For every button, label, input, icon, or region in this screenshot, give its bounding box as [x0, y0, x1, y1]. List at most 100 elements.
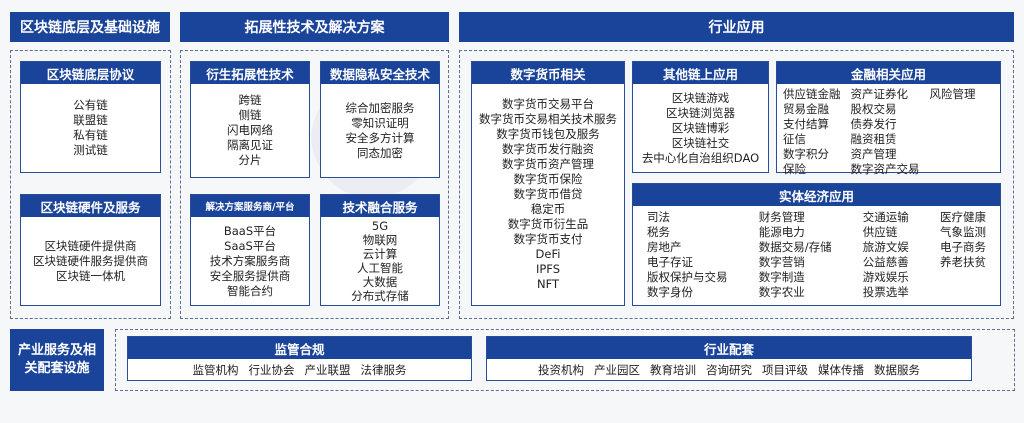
list-item: 养老扶贫	[939, 255, 986, 269]
box-title-label: 区块链底层协议	[46, 66, 135, 82]
box-title-label: 其他链上应用	[662, 66, 738, 82]
box-digital-currency: 数字货币相关 数字货币交易平台 数字货币交易相关技术服务 数字货币钱包及服务 数…	[471, 61, 625, 306]
list-item: 跨链	[238, 93, 262, 107]
list-item: 数字制造	[758, 270, 805, 284]
box-body: 监管机构 行业协会 产业联盟 法律服务	[128, 359, 471, 380]
list-item: 隔离见证	[227, 138, 273, 152]
list-item: 数字资产交易	[850, 162, 920, 176]
box-body: 综合加密服务 零知识证明 安全多方计算 同态加密	[321, 84, 439, 177]
list-item: 交通运输	[862, 210, 909, 224]
list-item: 区块链硬件提供商	[44, 238, 137, 253]
list-item: 数字货币资产管理	[502, 157, 594, 171]
box-title: 金融相关应用	[777, 62, 1000, 84]
infra-container	[10, 50, 171, 319]
real-economy-column: 财务管理 能源电力 数据交易/存储 数字营销 数字制造 数字农业	[759, 210, 832, 300]
box-body: 跨链 侧链 闪电网络 隔离见证 分片	[191, 84, 309, 177]
bottom-label-line: 产业服务及相	[17, 343, 96, 358]
list-item: 产业联盟	[304, 362, 351, 377]
list-item: NFT	[536, 277, 560, 291]
list-item: 数字货币借贷	[513, 187, 583, 201]
box-title: 区块链硬件及服务	[21, 195, 160, 217]
box-title: 行业配套	[487, 337, 971, 359]
list-item: 区块链硬件服务提供商	[33, 253, 148, 268]
list-item: 去中心化自治组织DAO	[641, 150, 760, 165]
list-item: 5G	[371, 219, 389, 233]
list-item: 闪电网络	[227, 123, 273, 137]
box-underlying-protocol: 区块链底层协议 公有链 联盟链 私有链 测试链	[20, 61, 161, 173]
box-body: 数字货币交易平台 数字货币交易相关技术服务 数字货币钱包及服务 数字货币发行融资…	[472, 84, 624, 305]
list-item: 数字农业	[758, 285, 805, 299]
box-tech-fusion: 技术融合服务 5G 物联网 云计算 人工智能 大数据 分布式存储	[320, 194, 440, 306]
list-item: BaaS平台	[223, 223, 277, 238]
list-item: 行业协会	[248, 362, 295, 377]
list-item: SaaS平台	[224, 238, 276, 253]
list-item: 保险	[783, 162, 806, 176]
box-title: 区块链底层协议	[21, 62, 160, 84]
list-item: 电子存证	[647, 255, 693, 269]
list-item: 数据服务	[874, 362, 920, 377]
list-item: 项目评级	[762, 362, 808, 377]
box-title-label: 数字货币相关	[510, 66, 586, 82]
list-item: 区块链游戏	[671, 90, 730, 105]
list-item: IPFS	[535, 262, 561, 276]
list-item: 法律服务	[360, 362, 407, 377]
list-item: 数据交易/存储	[758, 240, 832, 254]
list-item: 区块链一体机	[56, 268, 125, 283]
list-item: 投资机构	[538, 362, 584, 377]
list-item: 能源电力	[758, 225, 805, 239]
list-item: 电子商务	[939, 240, 986, 254]
finance-column: 供应链金融 贸易金融 支付结算 征信 数字积分 保险	[783, 87, 841, 177]
list-item: 智能合约	[227, 283, 273, 298]
list-item: 零知识证明	[351, 115, 409, 130]
list-item: 综合加密服务	[345, 100, 415, 115]
list-item: 咨询研究	[706, 362, 752, 377]
list-item: 区块链社交	[671, 135, 730, 150]
box-body: 区块链游戏 区块链浏览器 区块链博彩 区块链社交 去中心化自治组织DAO	[633, 84, 768, 172]
list-item: 人工智能	[357, 261, 403, 275]
box-title: 解决方案服务商/平台	[191, 195, 309, 217]
box-title-label: 技术融合服务	[342, 199, 418, 215]
box-title: 其他链上应用	[633, 62, 768, 84]
extension-container	[180, 50, 449, 319]
list-item: DeFi	[535, 247, 561, 261]
column-header-extension: 拓展性技术及解决方案	[180, 12, 449, 42]
box-title-label: 解决方案服务商/平台	[205, 202, 295, 213]
list-item: 监管机构	[192, 362, 239, 377]
list-item: 公益慈善	[862, 255, 909, 269]
box-solution-providers: 解决方案服务商/平台 BaaS平台 SaaS平台 技术方案服务商 安全服务提供商…	[190, 194, 310, 306]
list-item: 大数据	[362, 275, 398, 289]
list-item: 游戏娱乐	[862, 270, 909, 284]
box-regulation: 监管合规 监管机构 行业协会 产业联盟 法律服务	[127, 336, 472, 381]
column-header-industry: 行业应用	[459, 12, 1014, 42]
real-economy-column: 司法 税务 房地产 电子存证 版权保护与交易 数字身份	[647, 210, 728, 300]
box-title-label: 监管合规	[274, 341, 325, 357]
box-other-chain-apps: 其他链上应用 区块链游戏 区块链浏览器 区块链博彩 区块链社交 去中心化自治组织…	[632, 61, 769, 173]
list-item: 数字货币钱包及服务	[496, 127, 600, 141]
list-item: 安全多方计算	[345, 130, 415, 145]
box-body: 公有链 联盟链 私有链 测试链	[21, 84, 160, 172]
list-item: 数字积分	[783, 147, 829, 161]
bottom-container	[115, 329, 1015, 391]
column-header-industry-label: 行业应用	[708, 20, 765, 36]
list-item: 私有链	[73, 128, 108, 142]
list-item: 数字货币衍生品	[507, 217, 589, 231]
list-item: 数字货币交易平台	[502, 97, 594, 111]
bottom-label-line: 关配套设施	[24, 361, 90, 376]
list-item: 侧链	[238, 108, 262, 122]
list-item: 稳定币	[530, 202, 566, 216]
list-item: 供应链金融	[783, 87, 841, 101]
list-item: 媒体传播	[818, 362, 864, 377]
box-privacy-tech: 数据隐私安全技术 综合加密服务 零知识证明 安全多方计算 同态加密	[320, 61, 440, 178]
box-title-label: 衍生拓展性技术	[206, 66, 294, 82]
box-title-label: 数据隐私安全技术	[329, 66, 430, 82]
list-item: 分片	[238, 153, 262, 167]
list-item: 税务	[647, 225, 670, 239]
list-item: 版权保护与交易	[647, 270, 728, 284]
box-title: 数据隐私安全技术	[321, 62, 439, 84]
list-item: 数字货币支付	[513, 232, 583, 246]
list-item: 区块链浏览器	[666, 105, 735, 120]
bottom-label: 产业服务及相 关配套设施	[10, 329, 104, 391]
box-title: 数字货币相关	[472, 62, 624, 84]
list-item: 征信	[783, 132, 806, 146]
box-body: 5G 物联网 云计算 人工智能 大数据 分布式存储	[321, 217, 439, 305]
